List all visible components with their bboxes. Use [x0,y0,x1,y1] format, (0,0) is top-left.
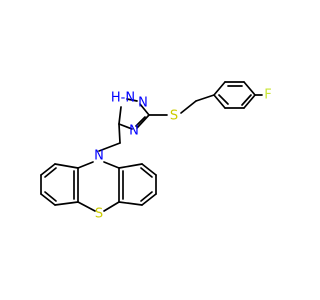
bond-ptz-l-6 [54,201,79,206]
bond-fp-1 [213,81,226,96]
bond-ptz-l-1 [77,161,94,169]
molecule-structure: H-N N N S F N S [40,81,272,222]
bond-ptz-r-1 [103,161,120,169]
bond-ptz-l-5-inner [44,191,57,202]
bond-s-ch2 [180,100,197,114]
bond-ptz-l-5 [40,193,56,206]
bond-ptz-l-s [77,201,96,212]
bond-triazole-n2-c3 [139,103,150,116]
bond-ptz-r-2 [118,163,143,169]
bond-ptz-l-3-inner [44,167,57,178]
bond-group [40,81,263,212]
bond-ptz-r-3 [141,163,157,176]
atom-n-ring-right: N [138,96,148,111]
atom-n-ring-bottom: N [129,124,139,139]
bond-ptz-l-2 [54,163,79,169]
bond-fp-6-inner [218,94,229,105]
bond-ptz-r-s [103,201,120,212]
bond-fp-4 [243,94,256,109]
atom-s-phenothiazine: S [95,207,103,222]
atom-label-group: H-N N N S F N S [94,88,272,222]
bond-triazole-n1-n2 [126,98,138,102]
bond-triazole-c3-n4 [136,114,150,129]
bond-c5-ch2 [118,123,121,144]
bond-fp-6 [213,94,226,109]
bond-ptz-r-6 [118,201,143,206]
bond-ptz-r-5-inner [140,191,153,202]
bond-ptz-r-5 [141,193,157,206]
bond-ptz-r-3-inner [140,167,153,178]
bond-ptz-l-3 [40,163,56,176]
bond-triazole-c5-n1 [118,106,122,125]
atom-n-ring-top: H-N [111,91,135,106]
bond-triazole-c3-n4-inner [135,116,146,127]
atom-s-thioether: S [170,109,178,124]
atom-n-phenothiazine: N [94,149,104,164]
bond-ch2-n [98,142,121,152]
bond-triazole-n4-c5 [118,123,133,130]
atom-f-para: F [264,88,271,103]
bond-ch2-aryl [195,94,215,102]
bond-fp-3 [243,81,256,96]
bond-fp-4-inner [241,94,252,106]
